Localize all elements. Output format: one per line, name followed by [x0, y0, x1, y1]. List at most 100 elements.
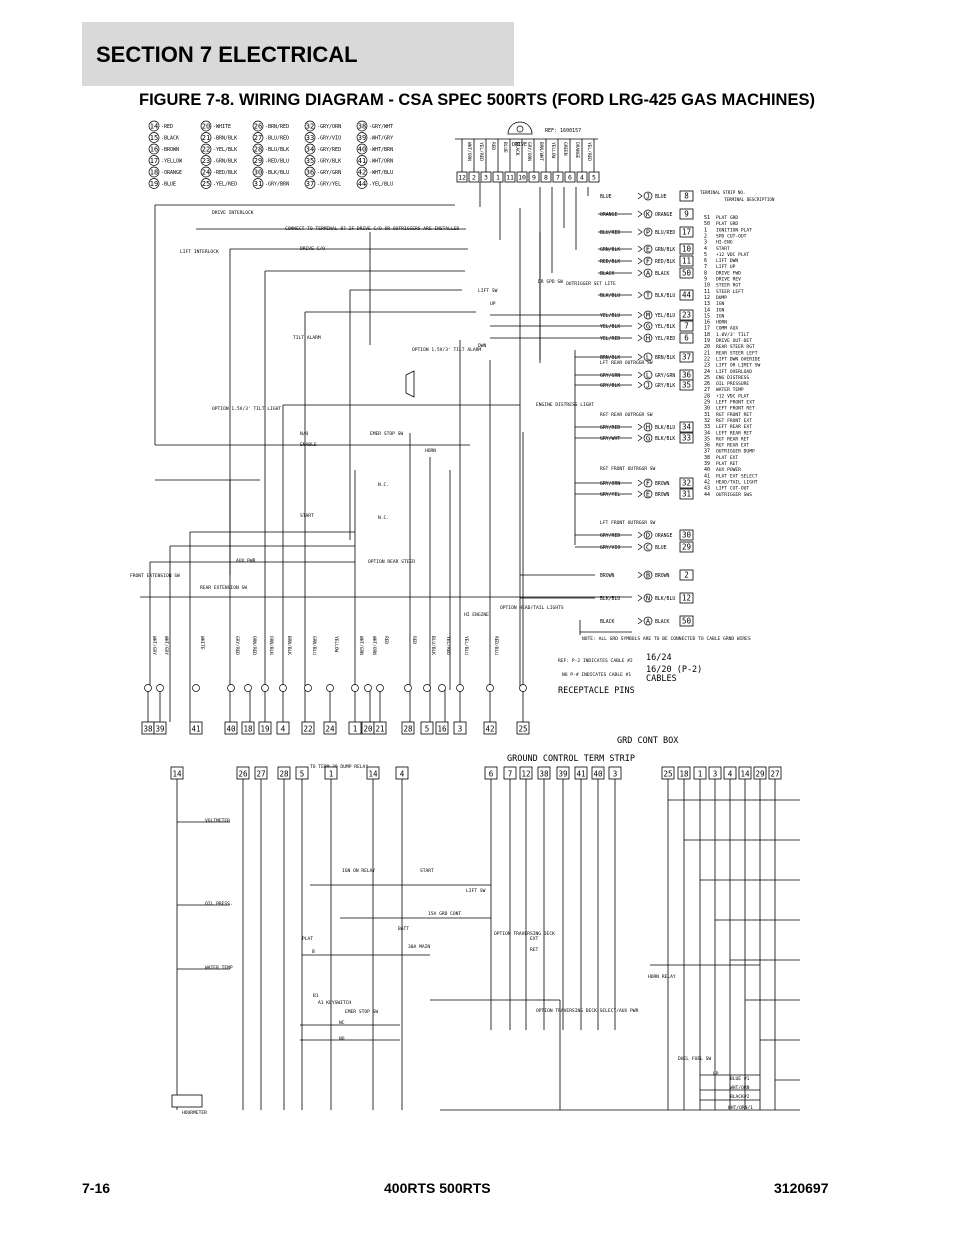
- page-number: 7-16: [82, 1180, 111, 1196]
- connector-terminal-box: [679, 309, 694, 321]
- receptacle-pin: [227, 684, 235, 692]
- connector-wire: ORANGE: [600, 212, 617, 218]
- connector-chevron: [637, 291, 643, 299]
- connector-pin-number: E: [646, 246, 650, 254]
- terminal-desc: RGT FRONT RET: [716, 412, 752, 418]
- key-number-number: 35: [306, 157, 314, 165]
- connector-chevron: [637, 423, 643, 431]
- terminal-strip-table: TERMINAL STRIP NO.TERMINAL DESCRIPTION51…: [700, 190, 775, 498]
- gcts-terminal-number: 14: [368, 770, 378, 779]
- hourmeter-box: [171, 1094, 203, 1108]
- key-color: -WHT/BRN: [369, 147, 393, 153]
- terminal-heading-desc: TERMINAL DESCRIPTION: [724, 197, 775, 202]
- connector-wire: GRY/ORN: [600, 481, 620, 487]
- connector-wire: GRY/GRN: [600, 373, 620, 379]
- drive-pin-number: 11: [506, 174, 514, 182]
- terminal-no: 44: [704, 492, 710, 498]
- gcts-terminal-number: 3: [713, 770, 718, 779]
- receptacle-wire-label: GRY/RED: [234, 636, 240, 655]
- gcts-terminal-number: 3: [613, 770, 618, 779]
- key-color: -BROWN: [161, 147, 179, 153]
- receptacle-terminal-box: [224, 721, 238, 735]
- key-number-circle: [304, 132, 316, 143]
- diagram-label: 16/24: [646, 653, 672, 663]
- terminal-no: 16: [704, 320, 710, 326]
- connector-terminal-box: [679, 267, 694, 279]
- receptacle-wire-label: WHT/GRY: [163, 636, 169, 655]
- receptacle-terminal-box: [435, 721, 449, 735]
- key-color: -GRN/BLK: [213, 159, 237, 165]
- receptacle-terminal-box: [323, 721, 337, 735]
- gcts-terminal-number: 7: [508, 770, 513, 779]
- key-number-circle: [148, 155, 160, 166]
- connector-wire2: BLK/BLU: [655, 425, 675, 431]
- receptacle-terminal-box: [301, 721, 315, 735]
- gcts-terminal-number: 4: [728, 770, 733, 779]
- terminal-no: 26: [704, 381, 710, 387]
- connector-pin-number: K: [646, 211, 651, 219]
- receptacle-terminal-box: [189, 721, 203, 735]
- terminal-no: 21: [704, 350, 710, 356]
- key-color: -YEL/BLK: [213, 147, 237, 153]
- receptacle-wire-label: WHT/GRN: [358, 636, 364, 655]
- drive-pin-number: 10: [518, 174, 526, 182]
- receptacle-wire-label: BRN/BLK: [286, 636, 292, 655]
- diagram-label: CABLES: [646, 674, 677, 684]
- key-color: -RED: [161, 124, 173, 130]
- drive-ref: REF: 1600157: [545, 128, 581, 134]
- drive-pin-box: [552, 171, 564, 183]
- terminal-desc: REAR STEER RGT: [716, 344, 755, 350]
- connector-terminal-number: 33: [682, 434, 691, 443]
- diagram-label: DRIVE C/O: [300, 246, 325, 252]
- diagram-label: 15A GRD CONT: [428, 911, 461, 917]
- drive-pin-number: 9: [532, 174, 536, 182]
- diagram-label: ENGINE DISTRESS LIGHT: [536, 402, 594, 408]
- connector-chevron: [637, 371, 643, 379]
- drive-pin-box: [540, 171, 552, 183]
- diagram-label: EMER STOP SW: [345, 1009, 378, 1015]
- key-number-number: 14: [150, 123, 158, 131]
- connector-terminal-number: 29: [682, 543, 691, 552]
- key-number-number: 23: [202, 157, 210, 165]
- terminal-desc: REAR STEER LEFT: [716, 350, 758, 356]
- gcts-terminal-number: 27: [770, 770, 779, 779]
- diagram-label: DRIVE INTERLOCK: [212, 210, 254, 216]
- key-color: -BLU/BLK: [265, 147, 289, 153]
- connector-wire2: BROWN: [655, 492, 670, 498]
- diagram-label: HORN RELAY: [648, 974, 676, 980]
- diagram-label: VOLTMETER: [205, 818, 230, 824]
- connector-terminal-number: 31: [682, 490, 691, 499]
- terminal-desc: PLAT GRD: [716, 221, 738, 227]
- terminal-no: 34: [704, 430, 710, 436]
- connector-terminal-number: 37: [682, 353, 691, 362]
- diagram-label: BLUE #1: [730, 1076, 750, 1082]
- terminal-desc: PLAT RET: [716, 461, 738, 467]
- diagram-label: 30A MAIN: [408, 944, 430, 950]
- connector-pin-circle: [643, 422, 653, 432]
- connector-pin-circle: [643, 570, 653, 580]
- diagram-label: BLACK#2: [730, 1094, 750, 1100]
- connector-chevron: [637, 531, 643, 539]
- connector-pin-number: N: [646, 595, 650, 603]
- receptacle-terminal-box: [276, 721, 290, 735]
- connector-chevron: [637, 334, 643, 342]
- drive-pin-box: [456, 171, 468, 183]
- connector-terminal-box: [679, 226, 694, 238]
- gcts-terminal-number: 1: [329, 770, 334, 779]
- key-color: -GRY/BLK: [317, 159, 341, 165]
- diagram-label: N.C.: [378, 515, 389, 521]
- drive-symbol: [507, 121, 533, 135]
- diagram-label: B1: [313, 993, 319, 999]
- connector-pin-number: G: [646, 435, 650, 443]
- diagram-label: DR SPD SW: [538, 279, 563, 285]
- terminal-no: 42: [704, 479, 710, 485]
- connector-chevron: [637, 381, 643, 389]
- key-number-circle: [200, 143, 212, 155]
- key-number-number: 20: [202, 123, 210, 131]
- diagram-label: IGN ON RELAY: [342, 868, 375, 874]
- drive-pin-box: [492, 171, 504, 183]
- key-color: -GRY/BRN: [265, 182, 289, 188]
- receptacle-terminal-number: 40: [226, 725, 236, 734]
